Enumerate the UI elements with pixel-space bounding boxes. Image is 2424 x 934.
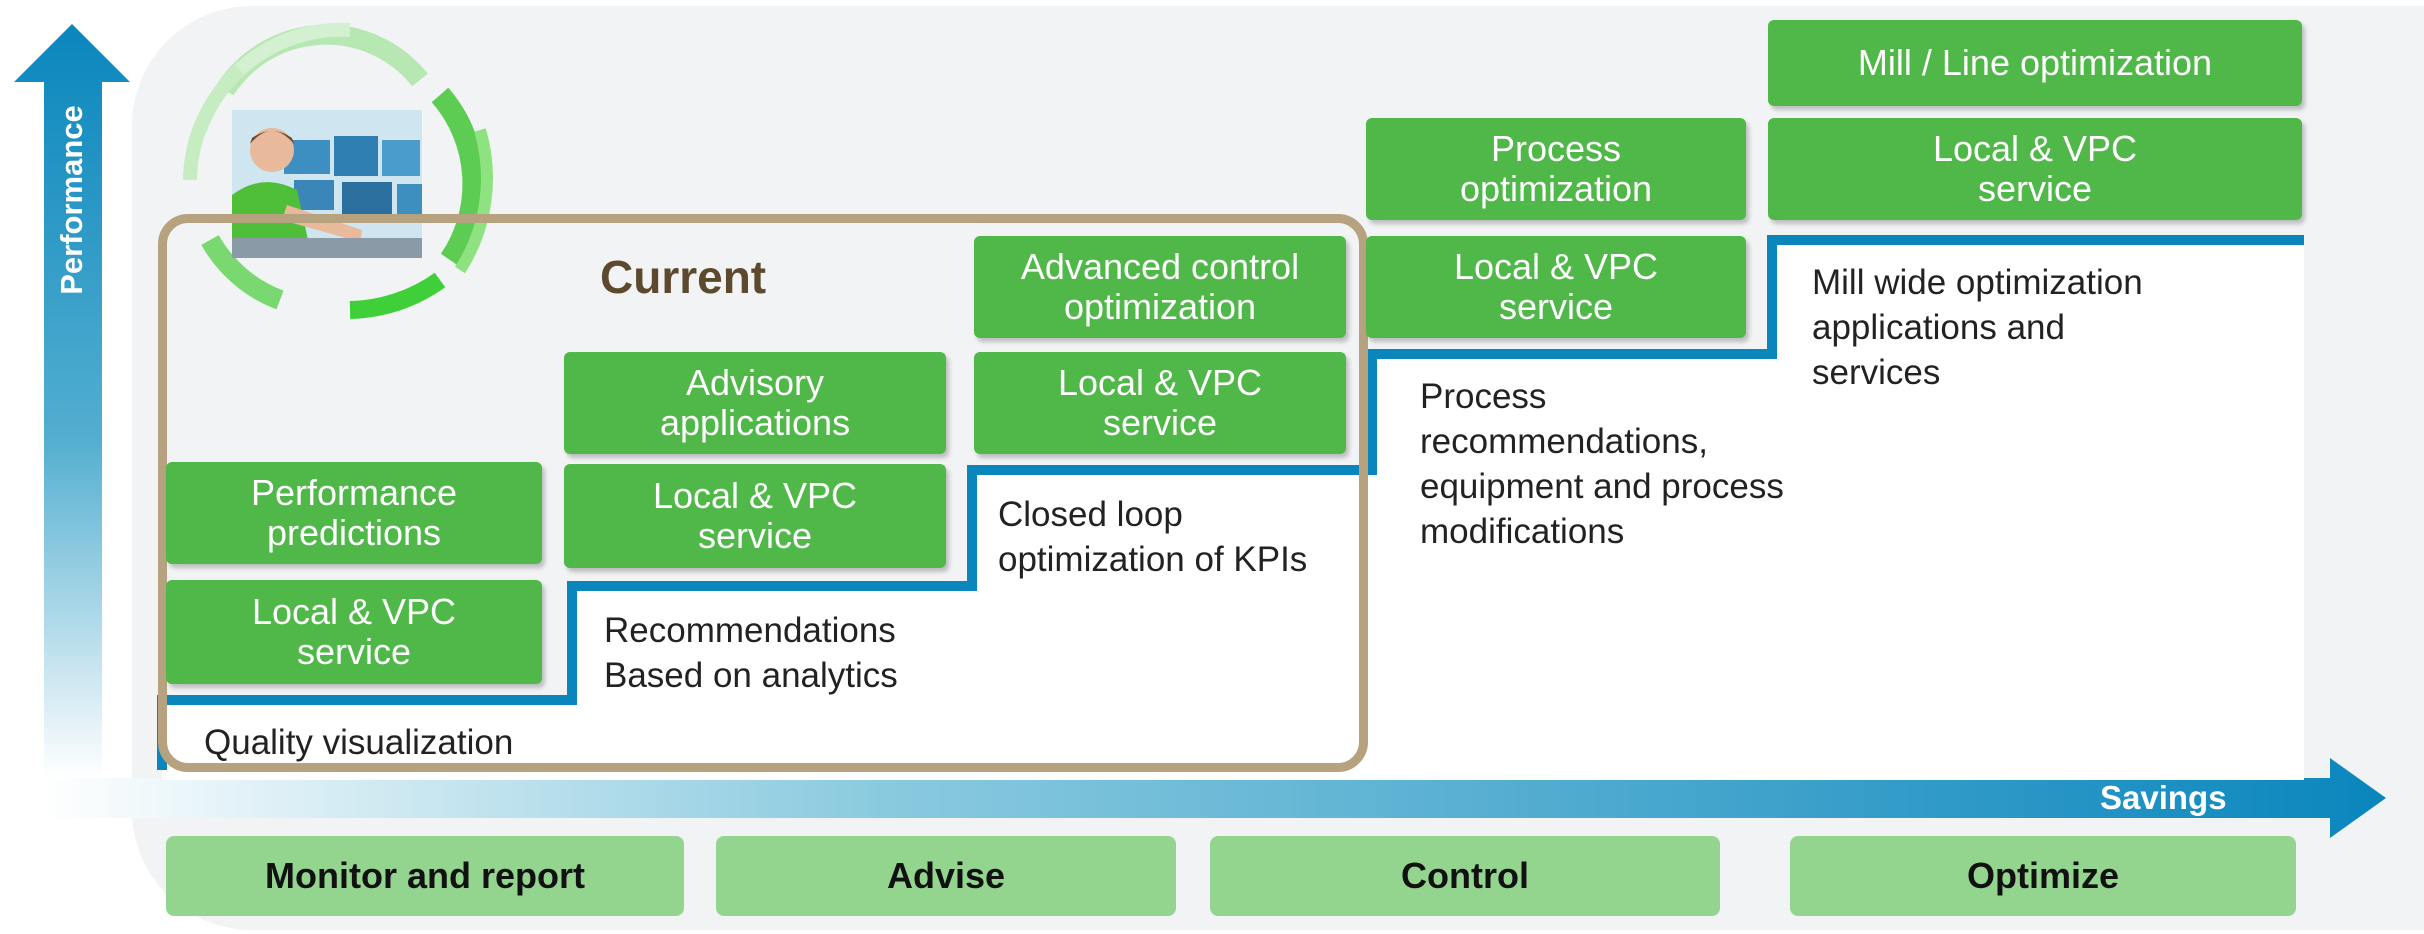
current-scope-frame bbox=[158, 214, 1368, 772]
performance-axis-arrow bbox=[14, 24, 130, 778]
application-box-advanced-control: Advanced control optimization bbox=[974, 236, 1346, 338]
savings-axis-label: Savings bbox=[2100, 779, 2227, 816]
service-box-local-vpc: Local & VPC service bbox=[974, 352, 1346, 454]
current-label: Current bbox=[600, 251, 767, 303]
service-box-local-vpc: Local & VPC service bbox=[564, 464, 946, 568]
application-box-process-optimization: Process optimization bbox=[1366, 118, 1746, 220]
category-control: Control bbox=[1210, 836, 1720, 916]
description-process-recommendations: Process recommendations, equipment and p… bbox=[1420, 377, 1784, 551]
application-box-mill-line-optimization: Mill / Line optimization bbox=[1768, 20, 2302, 106]
service-box-local-vpc: Local & VPC service bbox=[166, 580, 542, 684]
application-box-performance-predictions: Performance predictions bbox=[166, 462, 542, 564]
service-box-local-vpc: Local & VPC service bbox=[1366, 236, 1746, 338]
description-mill-wide-optimization: Mill wide optimization applications and … bbox=[1812, 263, 2143, 392]
category-advise: Advise bbox=[716, 836, 1176, 916]
category-optimize: Optimize bbox=[1790, 836, 2296, 916]
service-box-local-vpc: Local & VPC service bbox=[1768, 118, 2302, 220]
description-quality-visualization: Quality visualization bbox=[204, 723, 514, 762]
application-box-advisory-applications: Advisory applications bbox=[564, 352, 946, 454]
description-closed-loop: Closed loop optimization of KPIs bbox=[998, 495, 1308, 579]
description-recommendations: Recommendations Based on analytics bbox=[604, 611, 898, 695]
decorative-arcs-icon bbox=[183, 22, 493, 319]
category-monitor-and-report: Monitor and report bbox=[166, 836, 684, 916]
